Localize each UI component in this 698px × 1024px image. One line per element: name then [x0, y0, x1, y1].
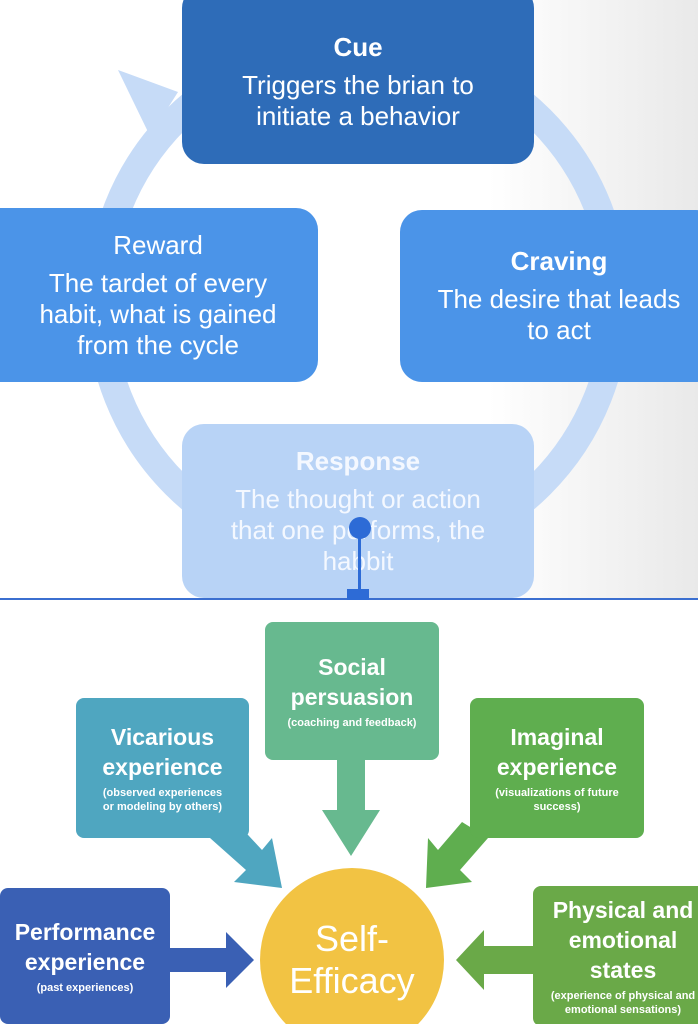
imaginal-subtitle: (visualizations of future success): [495, 786, 618, 814]
physical-title-line: emotional: [568, 927, 678, 953]
social-arrow-icon: [322, 758, 380, 856]
cue-desc-line: Triggers the brian to: [242, 70, 474, 100]
craving-title: Craving: [510, 246, 608, 276]
reward-desc-line: from the cycle: [77, 329, 239, 360]
reward-description: The tardet of every habit, what is gaine…: [39, 268, 276, 361]
self-efficacy-line: Self-: [314, 918, 390, 959]
performance-title-line: experience: [24, 949, 146, 975]
self-efficacy-panel: Social persuasion (coaching and feedback…: [0, 600, 698, 1024]
response-desc-line: The thought or action: [235, 483, 481, 514]
performance-title-line: Performance: [14, 919, 156, 945]
reward-desc-line: The tardet of every: [48, 267, 268, 298]
physical-title-line: Physical and: [552, 897, 694, 923]
imaginal-title: Imaginal experience: [497, 722, 617, 782]
vicarious-title: Vicarious experience: [102, 722, 222, 782]
physical-title-line: states: [589, 957, 657, 983]
cue-desc-line: initiate a behavior: [256, 101, 460, 131]
imaginal-arrow-icon: [426, 822, 488, 888]
reward-title: Reward: [113, 229, 203, 260]
imaginal-experience-box: Imaginal experience (visualizations of f…: [470, 698, 644, 838]
craving-box: Craving The desire that leads to act: [400, 210, 698, 382]
physical-sub-line: emotional sensations): [564, 1004, 682, 1016]
response-title: Response: [295, 445, 421, 476]
physical-arrow-icon: [456, 930, 533, 990]
craving-description: The desire that leads to act: [438, 284, 681, 346]
craving-desc-line: to act: [527, 315, 591, 345]
vicarious-arrow-icon: [210, 822, 282, 888]
imaginal-title-line: experience: [496, 754, 618, 780]
cycle-arrowhead-icon: [118, 70, 178, 136]
social-persuasion-box: Social persuasion (coaching and feedback…: [265, 622, 439, 760]
vicarious-title-line: experience: [102, 754, 223, 780]
vicarious-subtitle: (observed experiences or modeling by oth…: [103, 786, 222, 814]
vicarious-title-line: Vicarious: [110, 724, 215, 750]
physical-title: Physical and emotional states: [553, 895, 694, 985]
reward-desc-line: habit, what is gained: [39, 298, 277, 329]
vicarious-sub-line: or modeling by others): [102, 801, 223, 813]
self-efficacy-circle: Self- Efficacy: [260, 868, 444, 1024]
physical-emotional-box: Physical and emotional states (experienc…: [533, 886, 698, 1024]
social-title: Social persuasion: [291, 652, 414, 712]
performance-arrow-icon: [170, 932, 254, 988]
cue-title: Cue: [333, 32, 383, 62]
cue-description: Triggers the brian to initiate a behavio…: [242, 70, 474, 132]
imaginal-title-line: Imaginal: [510, 724, 604, 750]
rotation-handle-stem: [358, 538, 361, 590]
self-efficacy-arrows: [170, 758, 533, 990]
vicarious-sub-line: (observed experiences: [102, 787, 223, 799]
social-title-line: Social: [318, 654, 386, 680]
reward-box: Reward The tardet of every habit, what i…: [0, 208, 318, 382]
social-title-line: persuasion: [290, 684, 414, 710]
self-efficacy-line: Efficacy: [289, 960, 415, 1001]
vicarious-experience-box: Vicarious experience (observed experienc…: [76, 698, 249, 838]
habit-loop-panel: Cue Triggers the brian to initiate a beh…: [0, 0, 698, 598]
imaginal-sub-line: success): [533, 801, 581, 813]
rotation-handle[interactable]: [349, 517, 371, 539]
imaginal-sub-line: (visualizations of future: [495, 787, 619, 799]
performance-experience-box: Performance experience (past experiences…: [0, 888, 170, 1024]
social-subtitle: (coaching and feedback): [287, 717, 417, 729]
physical-sub-line: (experience of physical and: [550, 990, 696, 1002]
performance-subtitle: (past experiences): [36, 982, 134, 994]
craving-desc-line: The desire that leads: [437, 284, 681, 314]
performance-title: Performance experience: [15, 917, 156, 977]
physical-subtitle: (experience of physical and emotional se…: [551, 989, 695, 1017]
cue-box: Cue Triggers the brian to initiate a beh…: [182, 0, 534, 164]
